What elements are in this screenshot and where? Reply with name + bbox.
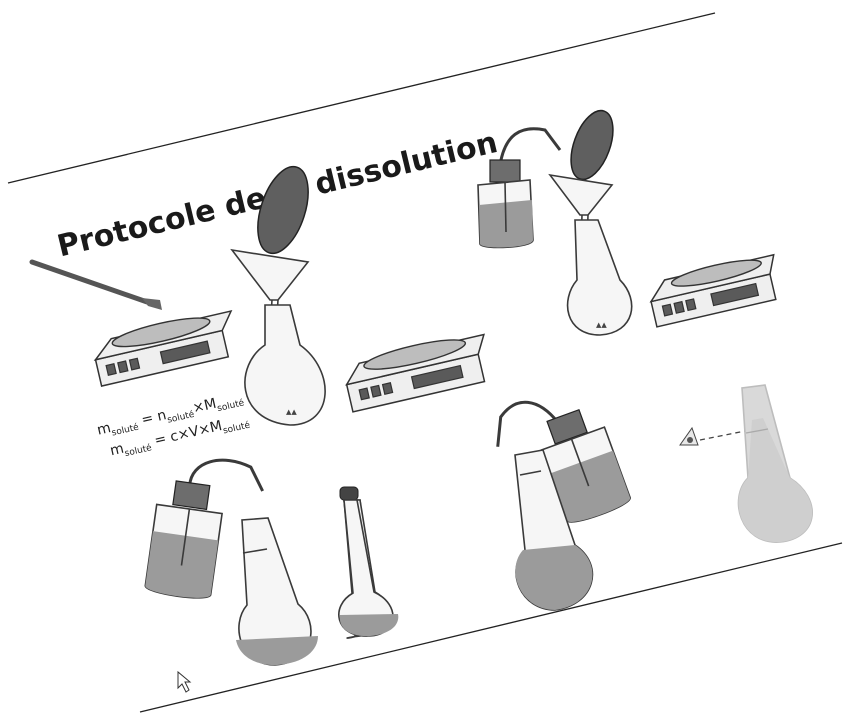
wash-bottle-icon <box>144 458 264 599</box>
wash-bottle-icon <box>477 127 562 249</box>
wash-bottle-icon <box>496 400 631 523</box>
volumetric-flask-icon <box>514 449 594 611</box>
volumetric-flask-icon: ▲▲ <box>244 304 326 426</box>
svg-text:▲▲: ▲▲ <box>596 321 607 329</box>
svg-text:▲▲: ▲▲ <box>286 408 297 416</box>
volumetric-flask-icon <box>737 384 813 543</box>
slide-top-edge <box>7 12 716 184</box>
balance-icon <box>93 309 233 387</box>
formula-block: msoluté = nsoluté×Msoluté msoluté = c×V×… <box>96 396 252 460</box>
watch-glass-icon <box>570 109 614 181</box>
cursor-icon <box>177 670 192 693</box>
volumetric-flask-icon: ▲▲ <box>566 219 633 336</box>
stopper-icon <box>339 486 359 501</box>
eye-icon <box>679 426 699 446</box>
spatula-icon <box>29 259 162 310</box>
balance-icon <box>649 253 777 328</box>
balance-icon <box>345 333 486 413</box>
volumetric-flask-icon <box>338 486 399 639</box>
reading-line <box>699 427 761 441</box>
volumetric-flask-icon <box>236 517 318 666</box>
watch-glass-icon <box>257 165 309 255</box>
slide-bottom-edge <box>139 542 843 713</box>
